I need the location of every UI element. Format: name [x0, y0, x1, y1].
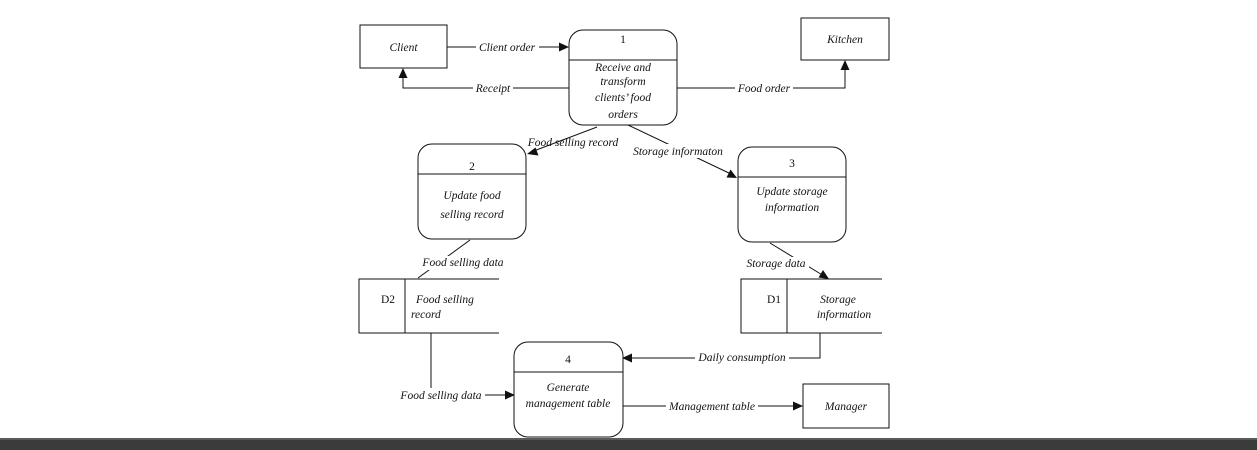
- process-4: 4 Generate management table: [513, 341, 624, 438]
- svg-text:2: 2: [469, 161, 475, 173]
- client-order-arrowhead: [559, 42, 569, 52]
- svg-text:information: information: [817, 309, 872, 321]
- process-3: 3 Update storage information: [737, 146, 847, 243]
- receipt-arrowhead: [398, 68, 408, 78]
- svg-text:Receive and: Receive and: [594, 62, 651, 74]
- svg-text:management table: management table: [526, 398, 611, 410]
- svg-text:Storage data: Storage data: [746, 258, 805, 270]
- flow-label-storage-data: Storage data: [743, 257, 809, 271]
- food-order-line: [677, 70, 846, 89]
- svg-text:1: 1: [620, 34, 626, 46]
- svg-text:Storage informaton: Storage informaton: [633, 146, 723, 158]
- storage-information-arrowhead: [726, 169, 737, 178]
- flow-label-food-order: Food order: [735, 81, 793, 95]
- svg-text:Daily consumption: Daily consumption: [697, 352, 785, 364]
- data-store-d2: D2 Food selling record: [358, 278, 499, 334]
- bottom-toolbar-strip: [0, 438, 1257, 450]
- food-selling-record-line: [530, 126, 598, 153]
- process-2: 2 Update food selling record: [417, 143, 527, 240]
- food-selling-data-bottom-line: [430, 333, 505, 396]
- entity-kitchen: Kitchen: [800, 17, 890, 61]
- daily-consumption-arrowhead: [622, 353, 632, 363]
- flow-label-storage-information: Storage informaton: [629, 144, 727, 158]
- svg-text:Food order: Food order: [737, 83, 791, 95]
- food-selling-data-bottom-arrowhead: [505, 390, 515, 400]
- data-store-d1: D1 Storage information: [740, 278, 882, 334]
- svg-text:D2: D2: [381, 294, 395, 306]
- flow-label-receipt: Receipt: [473, 81, 513, 95]
- svg-text:Food selling record: Food selling record: [527, 137, 619, 149]
- svg-text:Food selling: Food selling: [415, 294, 474, 306]
- svg-text:Update storage: Update storage: [756, 186, 827, 198]
- svg-text:4: 4: [565, 354, 571, 366]
- svg-text:Food selling data: Food selling data: [421, 257, 503, 269]
- svg-text:Client: Client: [389, 42, 418, 54]
- food-order-arrowhead: [840, 60, 850, 70]
- flow-label-management-table: Management table: [666, 399, 758, 413]
- svg-text:Management table: Management table: [668, 401, 755, 413]
- flow-label-food-selling-data-top: Food selling data: [419, 256, 507, 270]
- flow-label-daily-consumption: Daily consumption: [695, 351, 789, 365]
- svg-text:orders: orders: [608, 109, 638, 121]
- svg-text:Generate: Generate: [547, 382, 590, 394]
- svg-text:information: information: [765, 202, 820, 214]
- data-flow-diagram: Client order Receipt Food order Food sel…: [358, 17, 890, 438]
- entity-client: Client: [359, 24, 448, 69]
- svg-text:clients’ food: clients’ food: [595, 92, 651, 104]
- svg-text:3: 3: [789, 158, 795, 170]
- process-1: 1 Receive and transform clients’ food or…: [568, 29, 678, 126]
- receipt-line: [402, 78, 569, 89]
- svg-text:record: record: [411, 309, 441, 321]
- food-selling-record-arrowhead: [527, 147, 539, 156]
- svg-text:Food selling data: Food selling data: [399, 390, 481, 402]
- storage-data-arrowhead: [818, 270, 829, 279]
- svg-text:Storage: Storage: [820, 294, 856, 306]
- flow-label-food-selling-data-bottom: Food selling data: [397, 388, 485, 402]
- management-table-arrowhead: [793, 401, 803, 411]
- entity-manager: Manager: [802, 383, 890, 429]
- svg-text:D1: D1: [767, 294, 781, 306]
- flow-label-client-order: Client order: [476, 40, 539, 54]
- svg-text:transform: transform: [600, 76, 645, 88]
- flow-label-food-selling-record: Food selling record: [527, 137, 619, 149]
- svg-text:Kitchen: Kitchen: [826, 34, 863, 46]
- svg-text:Receipt: Receipt: [475, 83, 511, 95]
- svg-text:Manager: Manager: [824, 401, 868, 413]
- svg-text:selling record: selling record: [440, 209, 504, 221]
- svg-text:Client order: Client order: [479, 42, 536, 54]
- svg-text:Update food: Update food: [443, 190, 500, 202]
- daily-consumption-line: [632, 333, 821, 359]
